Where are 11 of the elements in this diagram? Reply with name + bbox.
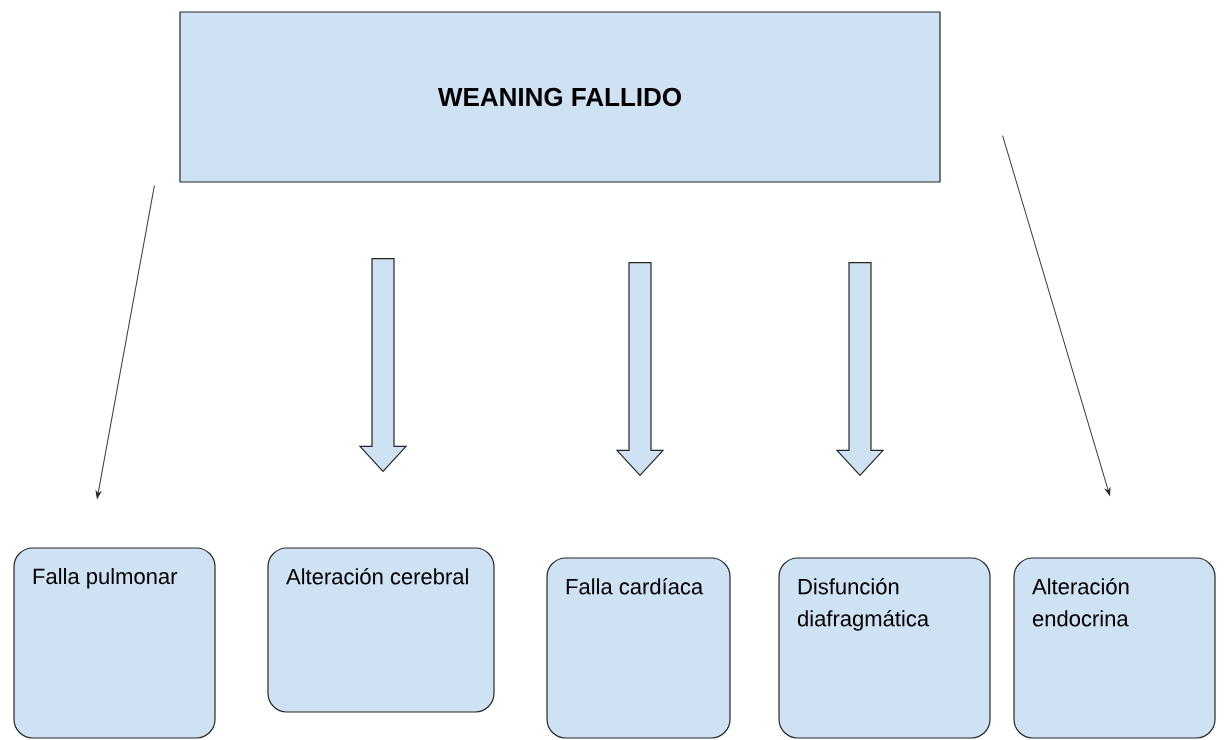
cause-box: Alteración cerebral (267, 547, 495, 713)
cause-box: Alteración endocrina (1013, 557, 1216, 739)
title-box: WEANING FALLIDO (179, 11, 941, 183)
arrow (1002, 135, 1111, 496)
block-arrow (358, 258, 408, 473)
block-arrow (835, 262, 885, 477)
block-arrow (615, 262, 665, 477)
arrow (95, 185, 155, 499)
cause-box: Falla pulmonar (13, 547, 216, 739)
cause-box: Disfunción diafragmática (778, 557, 991, 739)
cause-box: Falla cardíaca (546, 557, 731, 739)
